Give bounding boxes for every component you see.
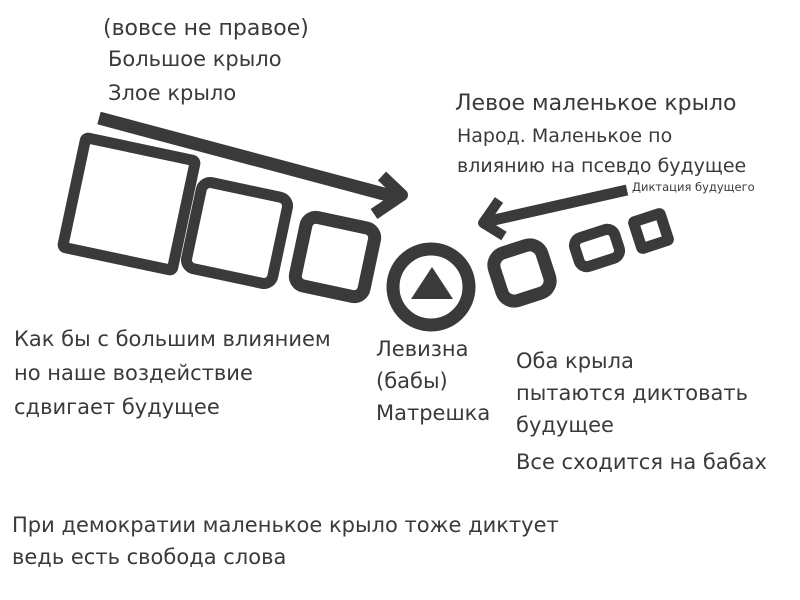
summary-text: Все сходится на бабах — [516, 450, 767, 474]
left-wing-title: Большое крыло — [108, 47, 282, 71]
left-wing-description-line: Как бы с большим влиянием — [14, 327, 331, 351]
right-wing-description: Народ. Маленькое по влиянию на псевдо бу… — [457, 121, 746, 181]
both-wings-note-line: будущее — [516, 413, 614, 437]
both-wings-note-line: Оба крыла — [516, 349, 634, 373]
left-wing-square-medium — [180, 176, 294, 290]
center-circle — [386, 242, 476, 332]
arrow-right-icon — [97, 111, 408, 219]
right-wing-description-line: Народ. Маленькое по — [457, 125, 673, 147]
right-wing-small-note: Диктация будущего — [632, 180, 755, 194]
right-wing-description-line: влиянию на псевдо будущее — [457, 155, 747, 177]
center-label-line: (бабы) — [376, 369, 448, 393]
left-wing-description-line: сдвигает будущее — [14, 395, 220, 419]
footer-text-line: ведь есть свобода слова — [12, 545, 287, 569]
left-wing-square-large — [57, 132, 201, 276]
both-wings-note: Оба крыла пытаются диктовать будущее — [516, 345, 748, 441]
left-wing-description: Как бы с большим влиянием но наше воздей… — [14, 322, 331, 424]
triangle-in-circle-icon — [411, 267, 453, 299]
footer-text: При демократии маленькое крыло тоже дикт… — [12, 509, 559, 573]
left-wing-note: (вовсе не правое) — [103, 16, 309, 41]
right-wing-square-2 — [568, 223, 626, 273]
left-wing-subtitle: Злое крыло — [108, 81, 237, 105]
center-label: Левизна (бабы) Матрешка — [376, 333, 490, 429]
right-wing-square-3 — [628, 208, 674, 254]
left-wing-square-small — [288, 210, 382, 304]
center-label-line: Левизна — [376, 337, 469, 361]
right-wing-title: Левое маленькое крыло — [455, 91, 737, 116]
both-wings-note-line: пытаются диктовать — [516, 381, 748, 405]
center-label-line: Матрешка — [376, 401, 491, 425]
right-wing-square-1 — [487, 238, 557, 308]
footer-text-line: При демократии маленькое крыло тоже дикт… — [12, 513, 559, 537]
arrow-left-icon — [478, 184, 629, 241]
left-wing-description-line: но наше воздействие — [14, 361, 253, 385]
